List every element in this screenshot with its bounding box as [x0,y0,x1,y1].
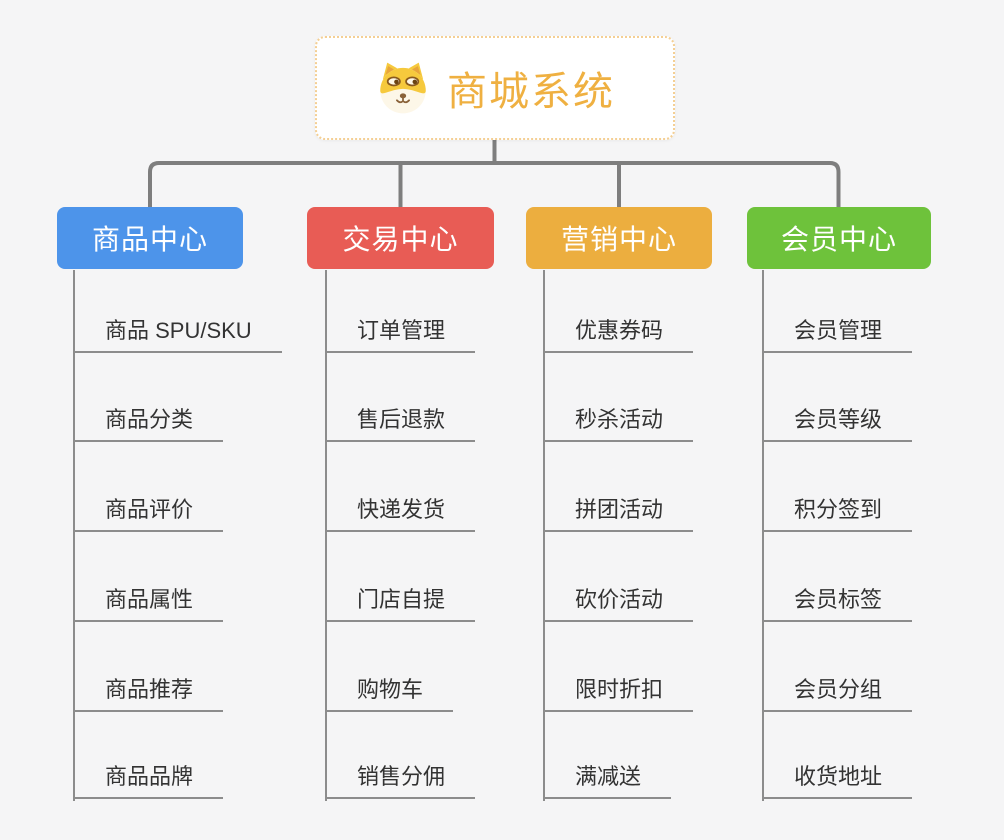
sub-topic[interactable]: 商品分类 [73,407,224,442]
branch-marketing-center[interactable]: 营销中心 [526,207,712,269]
sub-topic[interactable]: 会员等级 [762,407,913,442]
branch-stem-line [762,270,764,801]
branch-stem-line [73,270,75,801]
branch-stem-line [325,270,327,801]
branch-children-member: 会员管理会员等级积分签到会员标签会员分组收货地址 [762,270,1004,801]
sub-topic[interactable]: 砍价活动 [543,587,694,622]
sub-topic[interactable]: 商品 SPU/SKU [73,318,282,353]
sub-topic[interactable]: 快递发货 [325,497,476,532]
dog-face-icon [380,62,426,114]
children-list: 会员管理会员等级积分签到会员标签会员分组收货地址 [762,270,1004,801]
branch-member-center[interactable]: 会员中心 [747,207,931,269]
sub-topic[interactable]: 会员分组 [762,677,913,712]
sub-topic[interactable]: 拼团活动 [543,497,694,532]
branch-trade-center[interactable]: 交易中心 [307,207,494,269]
sub-topic[interactable]: 收货地址 [762,764,913,799]
sub-topic[interactable]: 门店自提 [325,587,476,622]
sub-topic[interactable]: 销售分佣 [325,764,476,799]
children-list: 优惠券码秒杀活动拼团活动砍价活动限时折扣满减送 [543,270,803,801]
sub-topic[interactable]: 限时折扣 [543,677,694,712]
sub-topic[interactable]: 商品品牌 [73,764,224,799]
root-topic[interactable]: 商城系统 [315,36,675,140]
sub-topic[interactable]: 会员管理 [762,318,913,353]
branch-product-center[interactable]: 商品中心 [57,207,243,269]
sub-topic[interactable]: 积分签到 [762,497,913,532]
sub-topic[interactable]: 秒杀活动 [543,407,694,442]
branch-children-marketing: 优惠券码秒杀活动拼团活动砍价活动限时折扣满减送 [543,270,803,801]
sub-topic[interactable]: 会员标签 [762,587,913,622]
sub-topic[interactable]: 订单管理 [325,318,476,353]
children-list: 订单管理售后退款快递发货门店自提购物车销售分佣 [325,270,585,801]
sub-topic[interactable]: 满减送 [543,764,672,799]
sub-topic[interactable]: 优惠券码 [543,318,694,353]
branch-children-product: 商品 SPU/SKU 商品分类商品评价商品属性商品推荐商品品牌 [73,270,333,801]
branch-stem-line [543,270,545,801]
root-topic-title: 商城系统 [447,70,615,114]
branch-children-trade: 订单管理售后退款快递发货门店自提购物车销售分佣 [325,270,585,801]
sub-topic[interactable]: 商品属性 [73,587,224,622]
children-list: 商品 SPU/SKU 商品分类商品评价商品属性商品推荐商品品牌 [73,270,333,801]
sub-topic[interactable]: 商品推荐 [73,677,224,712]
sub-topic[interactable]: 售后退款 [325,407,476,442]
sub-topic[interactable]: 购物车 [325,677,454,712]
sub-topic[interactable]: 商品评价 [73,497,224,532]
